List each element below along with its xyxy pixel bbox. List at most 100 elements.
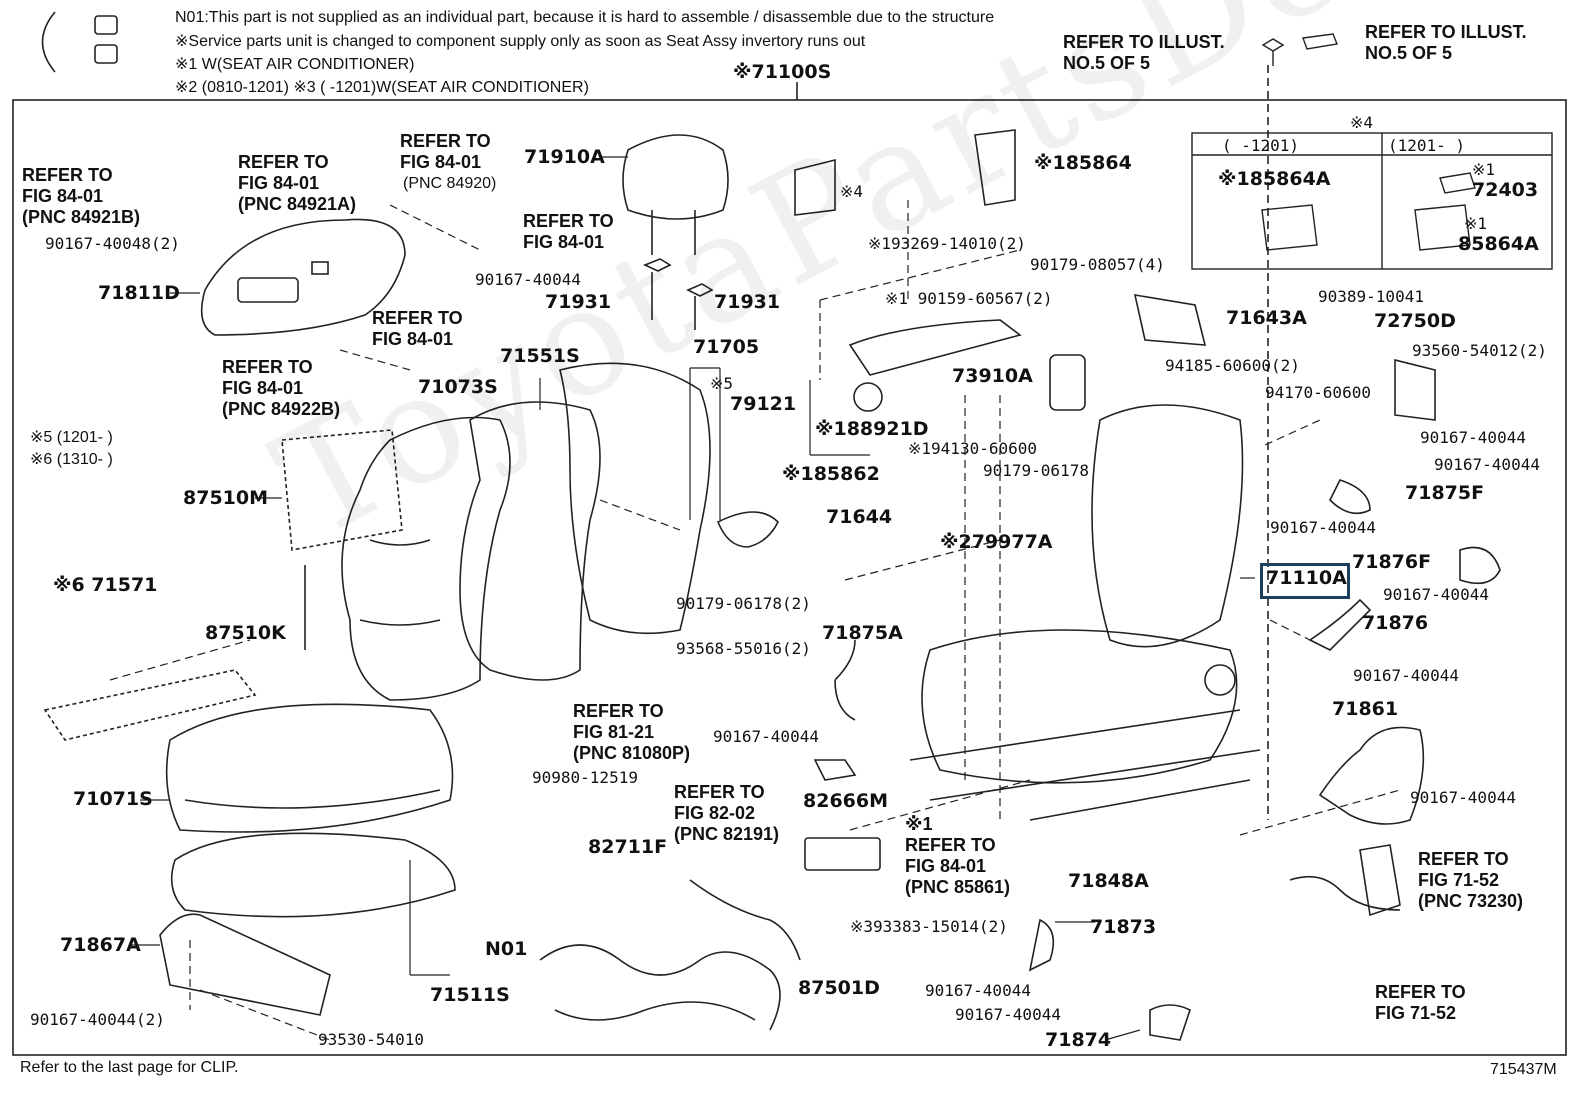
- legend-bracket-icon: [41, 11, 56, 73]
- part-193269-14010[interactable]: ※193269-14010(2): [868, 234, 1026, 253]
- part-71875a[interactable]: 71875A: [822, 622, 903, 644]
- ref-fig-71-52[interactable]: REFER TO FIG 71-52: [1375, 982, 1466, 1023]
- part-90179-08057[interactable]: 90179-08057(4): [1030, 255, 1165, 274]
- ref-fig-84-01-a[interactable]: REFER TO FIG 84-01: [523, 211, 614, 252]
- part-185864[interactable]: ※185864: [1034, 152, 1132, 174]
- part-71073s[interactable]: 71073S: [418, 376, 498, 398]
- note-1: ※1 W(SEAT AIR CONDITIONER): [175, 56, 415, 73]
- mark-4: ※4: [840, 182, 864, 201]
- part-71931-b[interactable]: 71931: [714, 291, 781, 313]
- part-94185-60600[interactable]: 94185-60600(2): [1165, 356, 1300, 375]
- seat-back-cover: [459, 401, 601, 681]
- ref-81080p[interactable]: REFER TO FIG 81-21 (PNC 81080P): [573, 701, 691, 763]
- part-73910a[interactable]: 73910A: [952, 365, 1033, 387]
- part-90167-40044-h[interactable]: 90167-40044: [1383, 585, 1489, 604]
- part-188921d[interactable]: ※188921D: [815, 418, 929, 440]
- part-90167-40044-c[interactable]: 90167-40044: [925, 981, 1031, 1000]
- part-71551s[interactable]: 71551S: [500, 345, 580, 367]
- note-5: ※5 (1201- ): [30, 429, 113, 446]
- ref-fig-84-01-b[interactable]: REFER TO FIG 84-01: [372, 308, 463, 349]
- part-71867a[interactable]: 71867A: [60, 934, 141, 956]
- part-93560-54012[interactable]: 93560-54012(2): [1412, 341, 1547, 360]
- part-82711f[interactable]: 82711F: [588, 836, 668, 858]
- ref-82191[interactable]: REFER TO FIG 82-02 (PNC 82191): [674, 782, 780, 844]
- part-71873[interactable]: 71873: [1090, 916, 1157, 938]
- seat-cushion-cover: [165, 703, 454, 833]
- part-71100s[interactable]: ※71100S: [733, 61, 832, 83]
- buckle-73230: [1289, 844, 1401, 917]
- part-82666m[interactable]: 82666M: [803, 790, 889, 812]
- headrest-71910a-shape: [622, 134, 729, 220]
- bracket-72750d: [1394, 358, 1436, 421]
- part-90167-40044-e[interactable]: 90167-40044: [1420, 428, 1526, 447]
- part-72750d[interactable]: 72750D: [1374, 310, 1456, 332]
- part-93568-55016[interactable]: 93568-55016(2): [676, 639, 811, 658]
- part-93383-15014[interactable]: ※393383-15014(2): [850, 917, 1008, 936]
- part-71876f[interactable]: 71876F: [1352, 551, 1432, 573]
- part-90179-06178-a[interactable]: 90179-06178: [983, 461, 1089, 480]
- part-90167-40044-b[interactable]: 90167-40044: [713, 727, 819, 746]
- part-90167-40044-2[interactable]: 90167-40044(2): [30, 1010, 165, 1029]
- cover-71861: [1318, 726, 1425, 825]
- part-94170-60600[interactable]: 94170-60600: [1265, 383, 1371, 402]
- part-71931-a[interactable]: 71931: [545, 291, 612, 313]
- inset-part-72403[interactable]: 72403: [1472, 179, 1539, 201]
- part-90980-12519[interactable]: 90980-12519: [532, 768, 638, 787]
- part-n01[interactable]: N01: [485, 938, 528, 960]
- part-79121[interactable]: 79121: [730, 393, 797, 415]
- part-185862[interactable]: ※185862: [782, 463, 880, 485]
- inset-mark-1a: ※1: [1472, 160, 1496, 179]
- part-71876[interactable]: 71876: [1362, 612, 1429, 634]
- part-71511s[interactable]: 71511S: [430, 984, 510, 1006]
- part-71811d[interactable]: 71811D: [98, 282, 180, 304]
- inset-part-85864a[interactable]: 85864A: [1458, 233, 1539, 255]
- part-93530-54010[interactable]: 93530-54010: [318, 1030, 424, 1049]
- part-71861[interactable]: 71861: [1332, 698, 1399, 720]
- part-87510m[interactable]: 87510M: [183, 487, 269, 509]
- part-71644[interactable]: 71644: [826, 506, 893, 528]
- part-90179-06178-b[interactable]: 90179-06178(2): [676, 594, 811, 613]
- part-71705[interactable]: 71705: [693, 336, 760, 358]
- part-90167-40044-g[interactable]: 90167-40044: [1270, 518, 1376, 537]
- part-87501d[interactable]: 87501D: [798, 977, 880, 999]
- ref-84920[interactable]: REFER TO FIG 84-01: [400, 131, 491, 172]
- ref-84921b[interactable]: REFER TO FIG 84-01 (PNC 84921B): [22, 165, 141, 227]
- part-90167-40048[interactable]: 90167-40048(2): [45, 234, 180, 253]
- ref-84922b[interactable]: REFER TO FIG 84-01 (PNC 84922B): [222, 357, 341, 419]
- cover-71867a: [159, 913, 331, 1016]
- footer-figure-code: 715437M: [1490, 1061, 1557, 1078]
- part-90167-40044-a[interactable]: 90167-40044: [475, 270, 581, 289]
- part-90389-10041[interactable]: 90389-10041: [1318, 287, 1424, 306]
- ref-84920-pnc: (PNC 84920): [403, 175, 497, 192]
- inset-box: [1191, 132, 1553, 270]
- part-71875f[interactable]: 71875F: [1405, 482, 1485, 504]
- part-90167-40044-f[interactable]: 90167-40044: [1434, 455, 1540, 474]
- ref-85861[interactable]: ※1 REFER TO FIG 84-01 (PNC 85861): [905, 814, 1011, 897]
- part-90167-40044-j[interactable]: 90167-40044: [1410, 788, 1516, 807]
- part-87510k[interactable]: 87510K: [205, 622, 286, 644]
- part-71571[interactable]: ※6 71571: [53, 574, 158, 596]
- part-90167-40044-i[interactable]: 90167-40044: [1353, 666, 1459, 685]
- ref-illust-right[interactable]: REFER TO ILLUST. NO.5 OF 5: [1365, 22, 1527, 63]
- part-79977a[interactable]: ※279977A: [940, 531, 1053, 553]
- bracket-71875f: [1329, 479, 1371, 515]
- blower-duct-4: [794, 158, 836, 216]
- footer-clip-note: Refer to the last page for CLIP.: [20, 1059, 239, 1076]
- inset-part-185864a[interactable]: ※185864A: [1218, 168, 1331, 190]
- part-71910a[interactable]: 71910A: [524, 146, 605, 168]
- ref-84921a[interactable]: REFER TO FIG 84-01 (PNC 84921A): [238, 152, 357, 214]
- part-90167-40044-d[interactable]: 90167-40044: [955, 1005, 1061, 1024]
- diagram-frame: [12, 99, 1567, 1056]
- part-71071s[interactable]: 71071S: [73, 788, 153, 810]
- part-90159-60567[interactable]: ※1 90159-60567(2): [885, 289, 1053, 308]
- bracket-71876f: [1459, 546, 1501, 585]
- ref-73230[interactable]: REFER TO FIG 71-52 (PNC 73230): [1418, 849, 1524, 911]
- part-71848a[interactable]: 71848A: [1068, 870, 1149, 892]
- part-71110a[interactable]: 71110A: [1266, 567, 1347, 589]
- part-71874[interactable]: 71874: [1045, 1029, 1112, 1051]
- part-71643a[interactable]: 71643A: [1226, 307, 1307, 329]
- bracket-71873: [1028, 918, 1055, 972]
- ref-illust-left[interactable]: REFER TO ILLUST. NO.5 OF 5: [1063, 32, 1225, 73]
- part-194130-60600[interactable]: ※194130-60600: [908, 439, 1037, 458]
